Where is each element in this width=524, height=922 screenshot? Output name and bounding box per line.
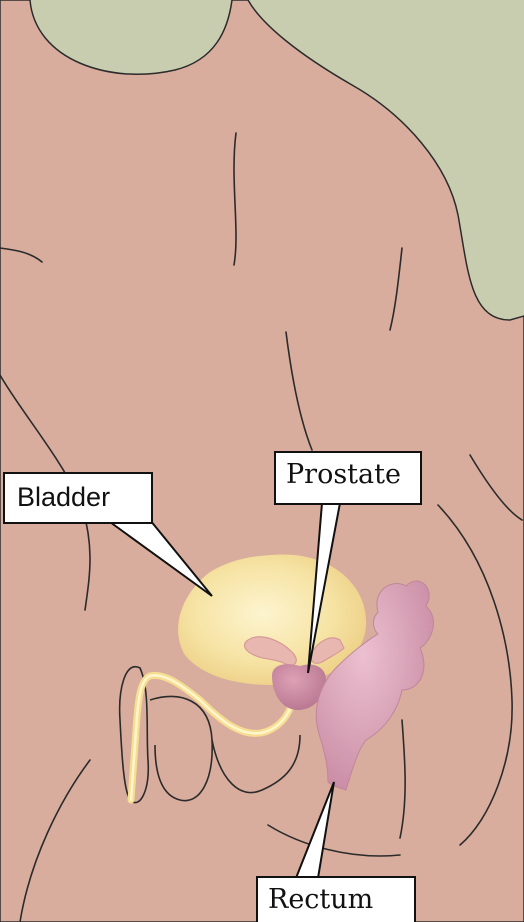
prostate-label: Prostate bbox=[274, 451, 422, 505]
bladder-label: Bladder bbox=[3, 472, 153, 524]
rectum-label: Rectum bbox=[256, 876, 416, 922]
